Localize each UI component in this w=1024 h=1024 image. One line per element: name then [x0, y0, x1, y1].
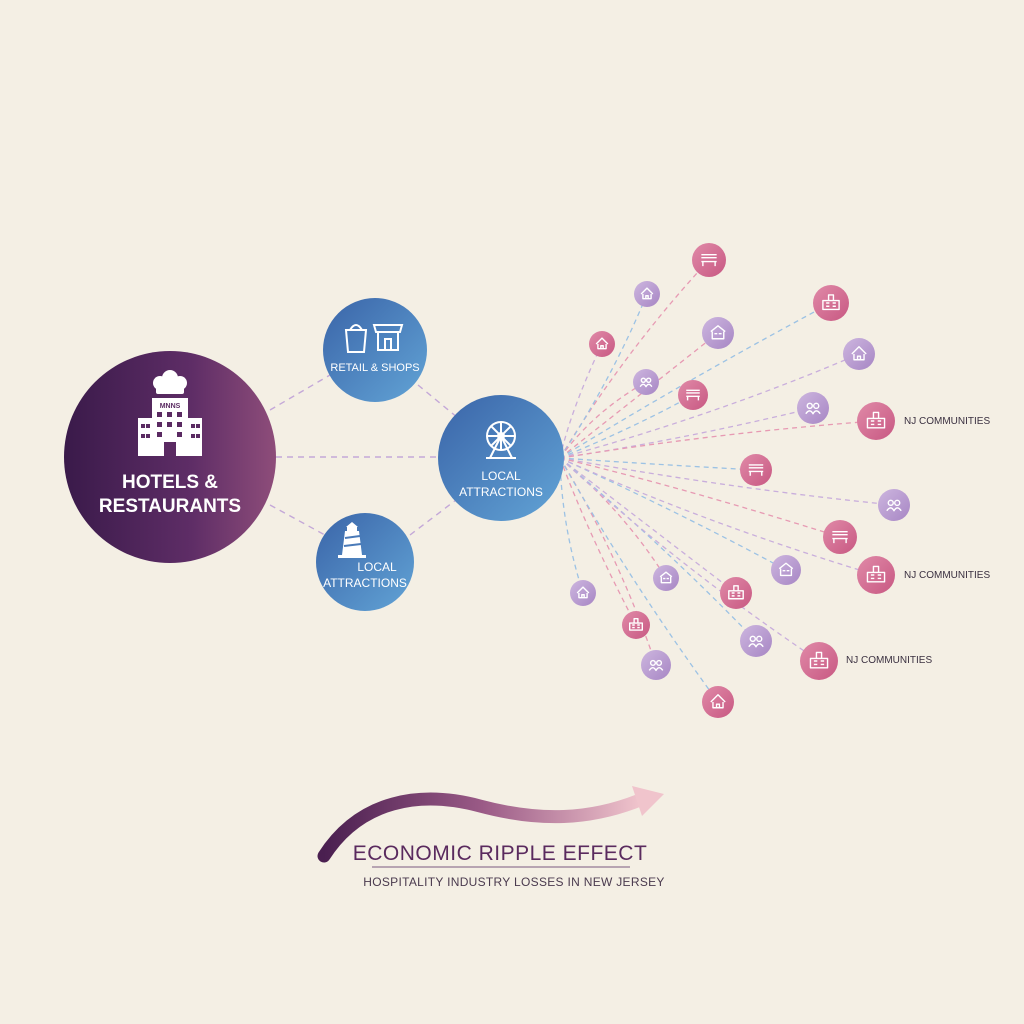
- shop-icon: [659, 571, 673, 584]
- ripple-line: [559, 343, 603, 459]
- ripple-line: [559, 293, 648, 459]
- community-node: [692, 243, 726, 277]
- community-node: [823, 520, 857, 554]
- community-node: [720, 577, 752, 609]
- shop-icon: [778, 562, 794, 577]
- community-node: [800, 642, 838, 680]
- bench-icon: [686, 389, 700, 401]
- community-node: [843, 338, 875, 370]
- ripple-line: [559, 457, 637, 626]
- ferris-wheel-icon: [486, 421, 516, 459]
- people-icon: [886, 499, 902, 512]
- diagram-subtitle: HOSPITALITY INDUSTRY LOSSES IN NEW JERSE…: [363, 875, 664, 889]
- community-node: [622, 611, 650, 639]
- bench-icon: [701, 253, 717, 267]
- ripple-line: [559, 420, 877, 459]
- community-node: [740, 454, 772, 486]
- ripple-arrow: [317, 786, 664, 863]
- community-node: [878, 489, 910, 521]
- ripple-line: [559, 457, 757, 471]
- diagram-title: ECONOMIC RIPPLE EFFECT: [353, 842, 648, 865]
- community-nodes: [570, 243, 910, 718]
- house-icon: [595, 337, 609, 350]
- people-icon: [648, 659, 664, 672]
- bench-icon: [832, 530, 848, 544]
- ripple-line: [559, 302, 832, 459]
- main-connectors: [269, 374, 459, 536]
- community-node: [641, 650, 671, 680]
- connector-hub-lower: [269, 504, 326, 536]
- connector-lower-center: [409, 499, 457, 536]
- school-icon: [822, 294, 840, 311]
- ripple-line: [559, 457, 719, 703]
- hub-label-line1: HOTELS &: [122, 472, 218, 493]
- community-node: [570, 580, 596, 606]
- school-icon: [809, 651, 829, 669]
- lower-label-line1: LOCAL: [357, 560, 397, 574]
- ripple-line: [559, 457, 895, 506]
- nj-communities-label-1: NJ COMMUNITIES: [904, 416, 990, 427]
- people-icon: [805, 402, 821, 415]
- hotels-restaurants-node: MNNS HOTELS & RESTAURANTS: [64, 351, 276, 563]
- connector-retail-center: [417, 384, 459, 419]
- center-label-line1: LOCAL: [481, 469, 521, 483]
- shopping-icon: [344, 324, 404, 353]
- ripple-line: [559, 457, 841, 538]
- bench-icon: [748, 464, 764, 476]
- hotel-sign: MNNS: [160, 403, 181, 410]
- connector-hub-retail: [269, 374, 331, 411]
- community-node: [702, 317, 734, 349]
- community-node: [740, 625, 772, 657]
- local-attractions-lower-node: LOCAL ATTRACTIONS: [316, 513, 414, 611]
- school-icon: [728, 585, 744, 600]
- house-icon: [710, 694, 726, 709]
- community-node: [634, 281, 660, 307]
- ripple-line: [559, 457, 584, 594]
- house-icon: [640, 287, 654, 300]
- house-icon: [576, 586, 590, 599]
- community-node: [797, 392, 829, 424]
- school-icon: [866, 411, 886, 429]
- hotel-chef-icon: [138, 370, 202, 456]
- retail-shops-node: RETAIL & SHOPS: [323, 298, 427, 402]
- hub-label-line2: RESTAURANTS: [99, 496, 241, 517]
- retail-label: RETAIL & SHOPS: [330, 362, 419, 374]
- ripple-line: [559, 457, 820, 662]
- nj-communities-label-2: NJ COMMUNITIES: [904, 570, 990, 581]
- community-node: [633, 369, 659, 395]
- community-node: [813, 285, 849, 321]
- school-icon: [866, 565, 886, 583]
- ripple-line: [559, 457, 757, 642]
- community-node: [857, 556, 895, 594]
- ripple-line: [559, 394, 694, 459]
- community-node: [678, 380, 708, 410]
- ripple-lines: [559, 259, 895, 703]
- ripple-line: [559, 457, 667, 579]
- local-attractions-center-node: LOCAL ATTRACTIONS: [438, 395, 564, 521]
- community-node: [702, 686, 734, 718]
- community-node: [771, 555, 801, 585]
- nj-communities-label-3: NJ COMMUNITIES: [846, 655, 932, 666]
- shop-icon: [710, 325, 726, 340]
- lower-label-line2: ATTRACTIONS: [323, 576, 407, 590]
- lighthouse-icon: [338, 522, 366, 558]
- house-icon: [851, 346, 867, 361]
- people-icon: [748, 635, 764, 648]
- people-icon: [639, 377, 653, 388]
- school-icon: [629, 618, 643, 631]
- center-label-line2: ATTRACTIONS: [459, 485, 543, 499]
- ripple-line: [559, 457, 877, 576]
- ripple-line: [559, 457, 787, 571]
- community-node: [857, 402, 895, 440]
- ripple-line: [559, 259, 710, 459]
- ripple-line: [559, 457, 737, 594]
- community-node: [589, 331, 615, 357]
- community-node: [653, 565, 679, 591]
